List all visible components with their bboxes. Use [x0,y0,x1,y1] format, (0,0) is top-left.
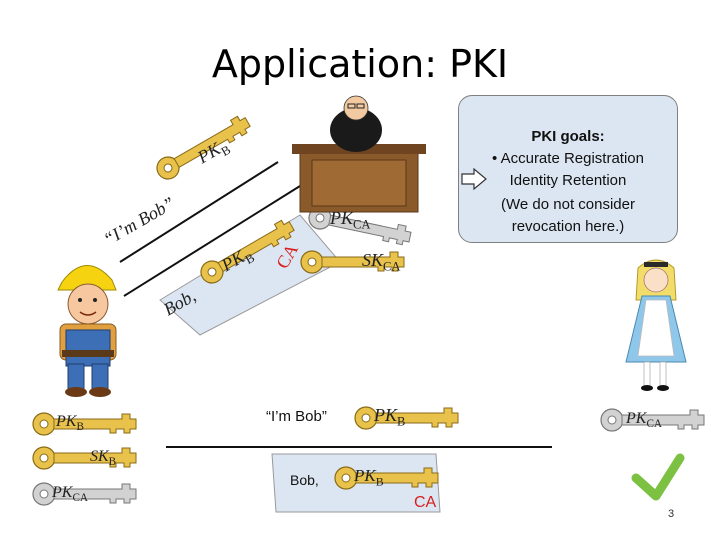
goals-heading: PKI goals: [531,128,605,145]
goals-bullet-2: Identity Retention [509,172,627,189]
judge-ca-figure [292,95,426,213]
bottom-im-bob-label: “I’m Bob” [266,408,327,425]
slide-title: Application: PKI [211,42,509,86]
alice-pk-ca-label: PKCA [626,410,662,431]
lower-channel-line [123,185,301,297]
bob-sk-b-label: SKB [90,448,117,469]
message-pk-b-label: PKB [374,405,406,429]
bob-sk-b-key [32,446,137,470]
arrow-right-icon [461,168,487,190]
bob-pk-b-label: PKB [56,413,84,434]
page-number: 3 [668,508,675,520]
upper-channel-line [119,161,279,263]
sk-ca-label-judge: SKCA [362,250,401,274]
goals-bullet-1: • Accurate Registration [492,150,644,167]
certificate-shape [159,214,341,336]
check-icon [631,453,685,501]
message-pk-b-key [354,406,459,430]
goals-note-2: revocation here.) [511,218,625,235]
bob-figure [57,265,117,397]
pki-goals-box: PKI goals: • Accurate Registration Ident… [458,95,678,243]
bottom-cert-pk-b-label: PKB [354,466,384,489]
pk-ca-label-judge: PKCA [330,208,371,232]
alice-figure [625,259,687,391]
bottom-bob-comma-label: Bob, [290,472,319,488]
bob-pk-ca-label: PKCA [52,484,88,505]
im-bob-rotated-label: “I’m Bob” [100,193,178,250]
bob-pk-b-key [32,412,137,436]
bottom-ca-signature: CA [414,494,437,511]
goals-note-1: (We do not consider [501,196,635,213]
